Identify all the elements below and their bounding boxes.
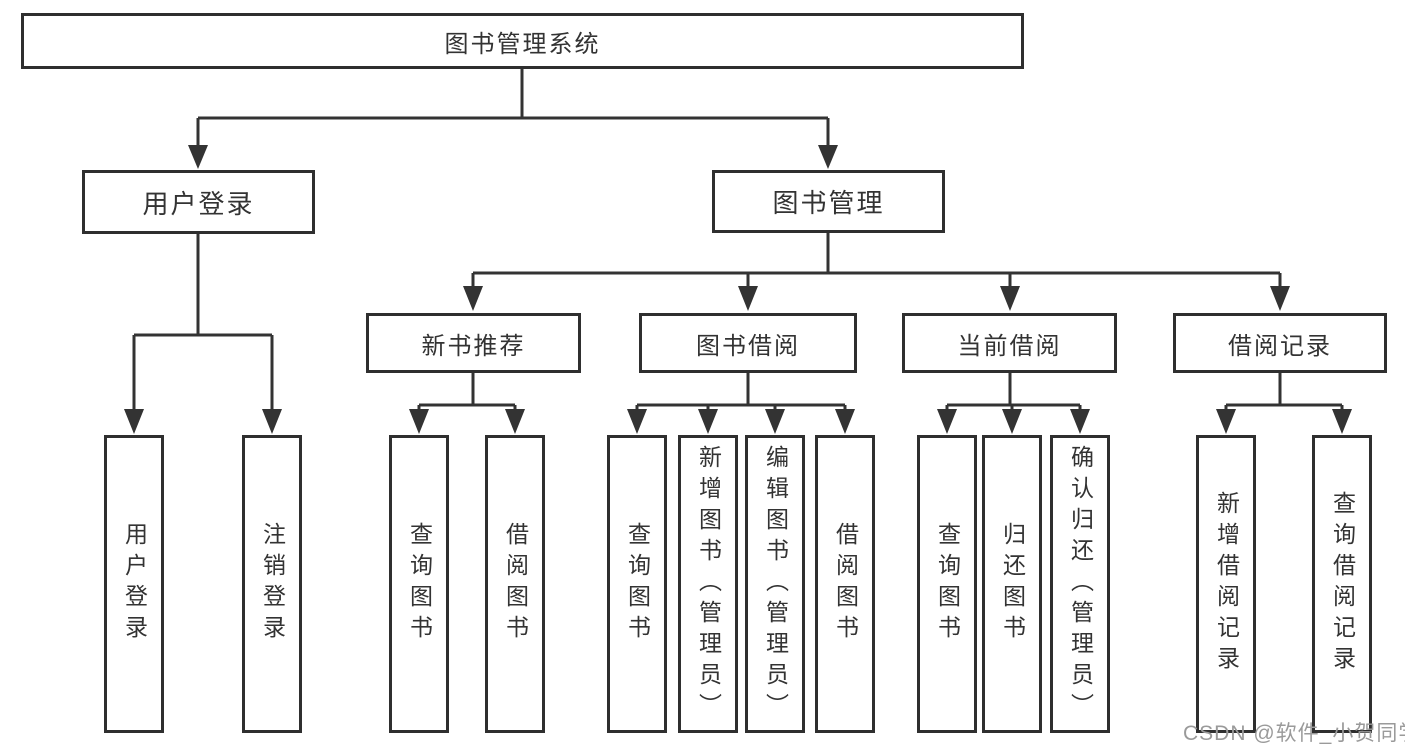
leaf-borrow-edit-books-admin: 编辑图书（管理员） [745, 435, 805, 733]
edge-newbook-to-leaves [409, 373, 525, 434]
leaf-borrow-add-books-admin-label: 新增图书（管理员） [695, 444, 722, 724]
node-borrowing-records: 借阅记录 [1173, 313, 1387, 373]
leaf-current-query-books-label: 查询图书 [934, 522, 961, 646]
arrowhead-icon [463, 286, 483, 311]
node-book-borrowing: 图书借阅 [639, 313, 857, 373]
arrowhead-icon [409, 409, 429, 434]
arrowhead-icon [1270, 286, 1290, 311]
leaf-records-add-record-label: 新增借阅记录 [1213, 491, 1240, 677]
leaf-newbook-query-books: 查询图书 [389, 435, 449, 733]
arrowhead-icon [835, 409, 855, 434]
leaf-current-confirm-return-admin-label: 确认归还（管理员） [1067, 444, 1094, 724]
leaf-current-return-books-label: 归还图书 [999, 522, 1026, 646]
arrowhead-icon [124, 409, 144, 434]
arrowhead-icon [627, 409, 647, 434]
leaf-records-query-record: 查询借阅记录 [1312, 435, 1372, 733]
edge-mgmt-to-level3 [463, 233, 1290, 311]
node-new-book-recommend: 新书推荐 [366, 313, 581, 373]
leaf-borrow-query-books-label: 查询图书 [624, 522, 651, 646]
arrowhead-icon [818, 145, 838, 169]
arrowhead-icon [1216, 409, 1236, 434]
leaf-user-login-label: 用户登录 [121, 522, 148, 646]
arrowhead-icon [1070, 409, 1090, 434]
leaf-newbook-borrow-books: 借阅图书 [485, 435, 545, 733]
node-book-borrowing-label: 图书借阅 [696, 332, 800, 360]
arrowhead-icon [1332, 409, 1352, 434]
arrowhead-icon [262, 409, 282, 434]
leaf-user-login: 用户登录 [104, 435, 164, 733]
leaf-borrow-edit-books-admin-label: 编辑图书（管理员） [762, 444, 789, 724]
leaf-newbook-borrow-books-label: 借阅图书 [502, 522, 529, 646]
leaf-current-query-books: 查询图书 [917, 435, 977, 733]
node-new-book-recommend-label: 新书推荐 [421, 332, 526, 360]
arrowhead-icon [1002, 409, 1022, 434]
leaf-current-return-books: 归还图书 [982, 435, 1042, 733]
arrowhead-icon [505, 409, 525, 434]
leaf-borrow-borrow-books: 借阅图书 [815, 435, 875, 733]
leaf-borrow-borrow-books-label: 借阅图书 [832, 522, 859, 646]
leaf-borrow-query-books: 查询图书 [607, 435, 667, 733]
leaf-records-query-record-label: 查询借阅记录 [1329, 491, 1356, 677]
leaf-logout: 注销登录 [242, 435, 302, 733]
node-current-borrowing: 当前借阅 [902, 313, 1117, 373]
watermark: CSDN @软件_小贺同学 [1183, 722, 1405, 745]
edge-records-to-leaves [1216, 373, 1352, 434]
edge-root-to-level2 [188, 69, 838, 169]
arrowhead-icon [1000, 286, 1020, 311]
node-book-management-label: 图书管理 [772, 188, 885, 218]
node-user-login-label: 用户登录 [142, 188, 255, 219]
node-borrowing-records-label: 借阅记录 [1228, 332, 1332, 360]
leaf-borrow-add-books-admin: 新增图书（管理员） [678, 435, 738, 733]
arrowhead-icon [937, 409, 957, 434]
arrowhead-icon [698, 409, 718, 434]
node-user-login: 用户登录 [82, 170, 315, 234]
arrowhead-icon [765, 409, 785, 434]
node-library-management-system: 图书管理系统 [21, 13, 1024, 69]
edge-login-to-leaves [124, 234, 282, 434]
node-current-borrowing-label: 当前借阅 [957, 332, 1062, 360]
leaf-newbook-query-books-label: 查询图书 [406, 522, 433, 646]
node-book-management: 图书管理 [712, 170, 945, 233]
arrowhead-icon [738, 286, 758, 311]
leaf-logout-label: 注销登录 [259, 522, 286, 646]
edge-borrow-to-leaves [627, 373, 855, 434]
node-library-management-system-label: 图书管理系统 [444, 30, 601, 58]
arrowhead-icon [188, 145, 208, 169]
edge-current-to-leaves [937, 373, 1090, 434]
leaf-current-confirm-return-admin: 确认归还（管理员） [1050, 435, 1110, 733]
leaf-records-add-record: 新增借阅记录 [1196, 435, 1256, 733]
